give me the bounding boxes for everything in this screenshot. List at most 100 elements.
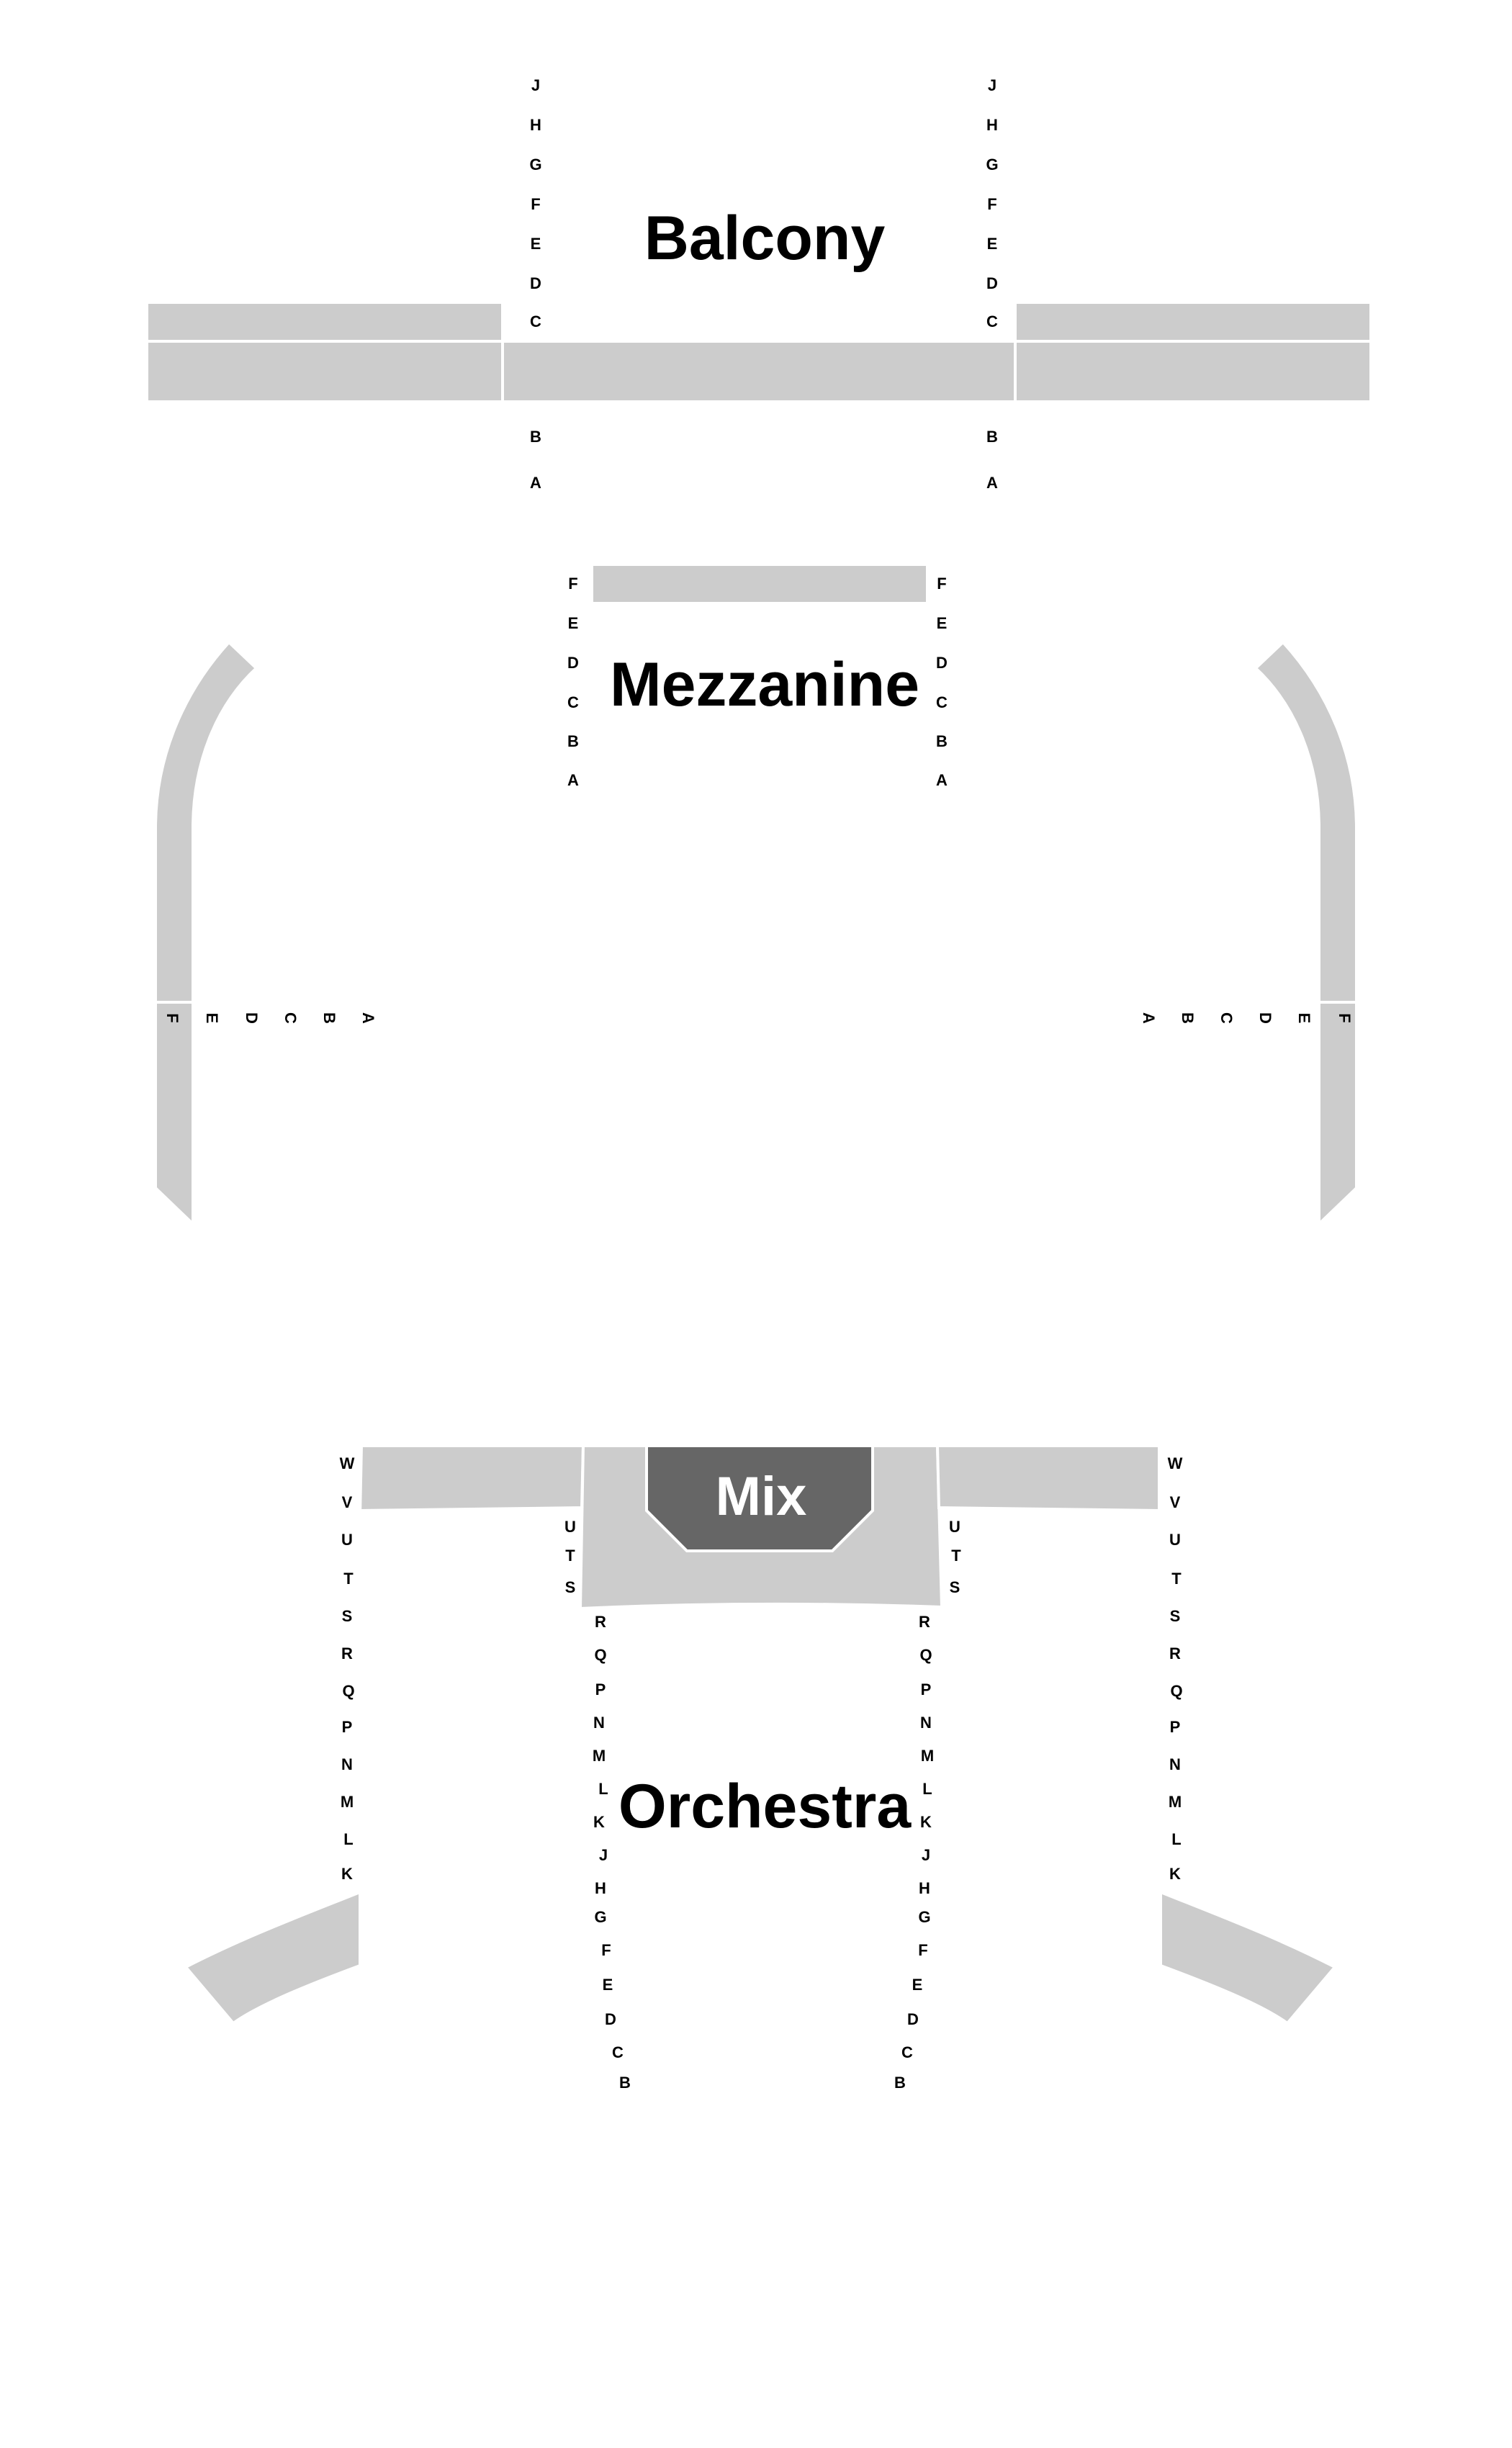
row-label-r: R (595, 1613, 606, 1631)
row-label-b: B (567, 732, 579, 750)
balcony-right-lower-block[interactable] (1014, 340, 1372, 403)
row-label-d: D (907, 2010, 919, 2028)
orchestra-left-front-block[interactable] (183, 1890, 361, 2025)
balcony-right-upper-block[interactable] (1014, 301, 1372, 343)
row-label-d: D (936, 654, 948, 672)
row-label-k: K (341, 1865, 353, 1883)
mezzanine-left-box-lower[interactable] (154, 1001, 194, 1228)
row-label-r: R (919, 1613, 930, 1631)
orchestra-title: Orchestra (618, 1772, 912, 1841)
row-label-f: F (987, 195, 996, 213)
row-label-p: P (1170, 1718, 1181, 1736)
row-label-p: P (921, 1680, 932, 1698)
row-label-h: H (595, 1879, 606, 1897)
row-label-l: L (1171, 1830, 1181, 1848)
row-label-e: E (603, 1976, 613, 1994)
row-label-f: F (531, 195, 540, 213)
mezzanine-center-front-block[interactable] (590, 563, 929, 605)
row-label-t: T (343, 1570, 354, 1588)
row-label-e: E (912, 1976, 923, 1994)
row-label-d: D (567, 654, 579, 672)
row-label-r: R (1169, 1644, 1181, 1662)
row-label-l: L (922, 1780, 932, 1798)
row-label-t: T (951, 1547, 961, 1565)
row-label-e: E (1295, 1013, 1313, 1024)
row-label-e: E (531, 235, 541, 253)
row-label-a: A (936, 771, 948, 789)
mezzanine-right-box-upper[interactable] (1254, 640, 1358, 1004)
row-label-d: D (243, 1012, 261, 1024)
row-label-j: J (531, 76, 540, 94)
row-label-e: E (568, 614, 579, 632)
balcony-center-block[interactable] (501, 340, 1017, 403)
row-label-f: F (163, 1013, 181, 1022)
row-label-u: U (341, 1531, 353, 1549)
mezzanine-left-box-upper[interactable] (154, 640, 258, 1004)
row-label-a: A (1140, 1012, 1158, 1024)
row-label-c: C (282, 1012, 300, 1024)
row-label-c: C (936, 693, 948, 711)
balcony-left-lower-block[interactable] (145, 340, 504, 403)
row-label-b: B (986, 428, 998, 446)
row-label-h: H (530, 116, 541, 134)
row-label-g: G (529, 156, 541, 174)
mezzanine-title: Mezzanine (610, 650, 919, 719)
row-label-q: Q (1170, 1682, 1182, 1700)
row-label-q: Q (919, 1646, 932, 1664)
row-label-b: B (530, 428, 541, 446)
row-label-b: B (1179, 1012, 1197, 1024)
row-label-j: J (988, 76, 996, 94)
row-label-q: Q (594, 1646, 606, 1664)
row-label-k: K (920, 1813, 932, 1831)
row-label-c: C (612, 2043, 624, 2061)
row-label-c: C (567, 693, 579, 711)
orchestra-right-rear-block[interactable] (935, 1444, 1161, 1517)
row-label-s: S (950, 1578, 960, 1596)
mezzanine-right-box-lower[interactable] (1318, 1001, 1358, 1228)
row-label-q: Q (342, 1682, 354, 1700)
row-label-t: T (1171, 1570, 1182, 1588)
row-label-h: H (919, 1879, 930, 1897)
mix-label: Mix (716, 1466, 807, 1527)
balcony-left-upper-block[interactable] (145, 301, 504, 343)
row-label-f: F (937, 575, 946, 593)
row-label-v: V (342, 1493, 353, 1511)
row-label-d: D (986, 274, 998, 292)
row-label-f: F (918, 1941, 927, 1959)
row-label-j: J (599, 1846, 608, 1864)
row-label-b: B (936, 732, 948, 750)
row-label-k: K (593, 1813, 605, 1831)
row-label-n: N (920, 1714, 932, 1732)
row-label-d: D (605, 2010, 616, 2028)
row-label-w: W (340, 1454, 355, 1472)
row-label-c: C (1218, 1012, 1236, 1024)
row-label-j: J (922, 1846, 930, 1864)
orchestra-mix-right-row-labels: UTS (949, 1518, 961, 1596)
row-label-s: S (1170, 1607, 1181, 1625)
orchestra-right-front-block[interactable] (1159, 1890, 1338, 2025)
row-label-e: E (203, 1013, 221, 1024)
row-label-a: A (359, 1012, 377, 1024)
row-label-a: A (567, 771, 579, 789)
row-label-p: P (342, 1718, 353, 1736)
row-label-u: U (949, 1518, 960, 1536)
balcony-title: Balcony (644, 204, 886, 273)
row-label-m: M (341, 1793, 354, 1811)
orchestra-left-rear-block[interactable] (359, 1444, 585, 1517)
row-label-u: U (1169, 1531, 1181, 1549)
row-label-m: M (921, 1747, 934, 1765)
row-label-v: V (1170, 1493, 1181, 1511)
balcony-lower-left-row-labels: BA (530, 428, 541, 492)
row-label-g: G (986, 156, 998, 174)
